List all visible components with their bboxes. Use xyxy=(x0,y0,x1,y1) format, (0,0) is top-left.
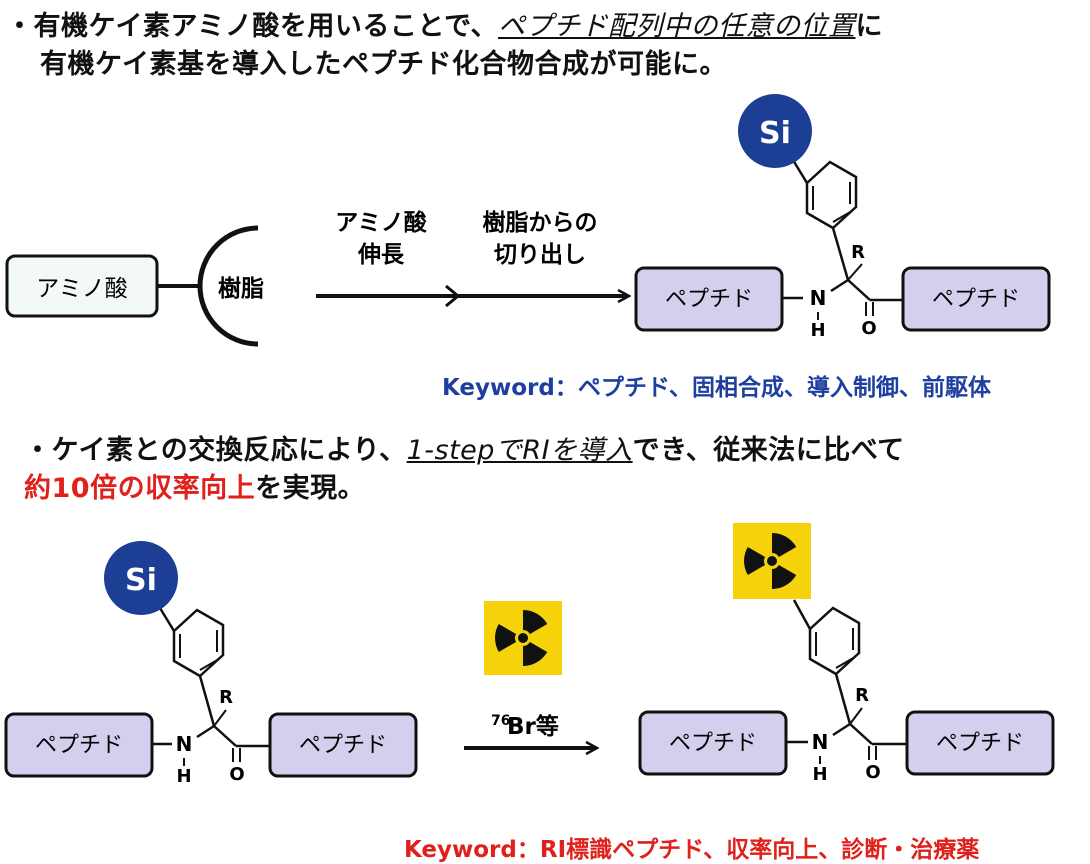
benzene-ring-2b xyxy=(808,606,861,676)
amino-acid-box: アミノ酸 xyxy=(5,254,159,318)
section2-text2: でき、従来法に比べて xyxy=(632,435,905,466)
amino-acid-label: アミノ酸 xyxy=(36,276,128,302)
o-atom-1: O xyxy=(861,318,876,339)
si-circle-1 xyxy=(738,94,812,168)
section2-line2: 約10倍の収率向上を実現。 xyxy=(24,466,365,505)
benzene-ring-2a xyxy=(172,608,225,678)
section1-text1: 有機ケイ素アミノ酸を用いることで、 xyxy=(33,11,499,42)
peptide-right-2a: ペプチド xyxy=(299,733,387,758)
r-group-2b: R xyxy=(855,685,869,706)
h-atom-1: H xyxy=(810,320,825,341)
section2-underlined-text: 1-stepでRIを導入 xyxy=(406,435,633,466)
section2-text1: ケイ素との交換反応により、 xyxy=(51,435,407,466)
peptide-left-2b: ペプチド xyxy=(669,731,757,756)
keyword-line-2: Keyword：RI標識ペプチド、収率向上、診断・治療薬 xyxy=(404,837,980,863)
section2-red-text: 約10倍の収率向上 xyxy=(24,473,256,504)
section1-text2: に xyxy=(855,11,884,42)
step2-line2: 切り出し xyxy=(494,242,586,268)
resin-label: 樹脂 xyxy=(218,276,264,302)
o-atom-2b: O xyxy=(865,762,880,783)
reagent-superscript: 76 xyxy=(491,713,510,729)
si-label-1: Si xyxy=(759,116,791,151)
product1-structure: ペプチド ペプチド N H R O Si xyxy=(634,94,1051,341)
n-atom-1: N xyxy=(810,286,827,310)
section1-line1: ・有機ケイ素アミノ酸を用いることで、ペプチド配列中の任意の位置に xyxy=(6,4,883,43)
r-group-2a: R xyxy=(219,687,233,708)
product2-structure: ペプチド ペプチド N H R O xyxy=(638,523,1055,785)
step1-line1: アミノ酸 xyxy=(335,210,428,236)
n-atom-2a: N xyxy=(176,732,193,756)
resin-arc xyxy=(197,225,259,347)
si-circle-2 xyxy=(104,541,178,615)
step1-line2: 伸長 xyxy=(357,242,405,268)
o-atom-2a: O xyxy=(229,764,244,785)
section1-underlined-text: ペプチド配列中の任意の位置 xyxy=(498,11,856,42)
peptide-left-2a: ペプチド xyxy=(35,733,123,758)
peptide-left-1: ペプチド xyxy=(665,287,753,312)
section2-text3: を実現。 xyxy=(255,473,366,504)
si-label-2: Si xyxy=(125,563,157,598)
n-atom-2b: N xyxy=(812,730,829,754)
reagent-label: Br等 xyxy=(507,713,559,740)
reactant2-structure: ペプチド ペプチド N H R O Si xyxy=(4,541,418,787)
bullet-2: ・ xyxy=(24,435,52,466)
h-atom-2b: H xyxy=(812,764,827,785)
radiation-icon-middle xyxy=(484,601,562,675)
section1-line2: 有機ケイ素基を導入したペプチド化合物合成が可能に。 xyxy=(40,49,727,80)
bullet: ・ xyxy=(6,11,34,42)
step2-line1: 樹脂からの xyxy=(483,210,598,236)
peptide-right-1: ペプチド xyxy=(932,287,1020,312)
h-atom-2a: H xyxy=(176,766,191,787)
r-group-1: R xyxy=(851,242,865,263)
radiation-icon-product xyxy=(733,523,811,599)
section2-line1: ・ケイ素との交換反応により、1-stepでRIを導入でき、従来法に比べて xyxy=(24,428,905,467)
peptide-right-2b: ペプチド xyxy=(936,731,1024,756)
benzene-ring-1 xyxy=(805,160,858,230)
keyword-line-1: Keyword：ペプチド、固相合成、導入制御、前駆体 xyxy=(442,375,991,401)
